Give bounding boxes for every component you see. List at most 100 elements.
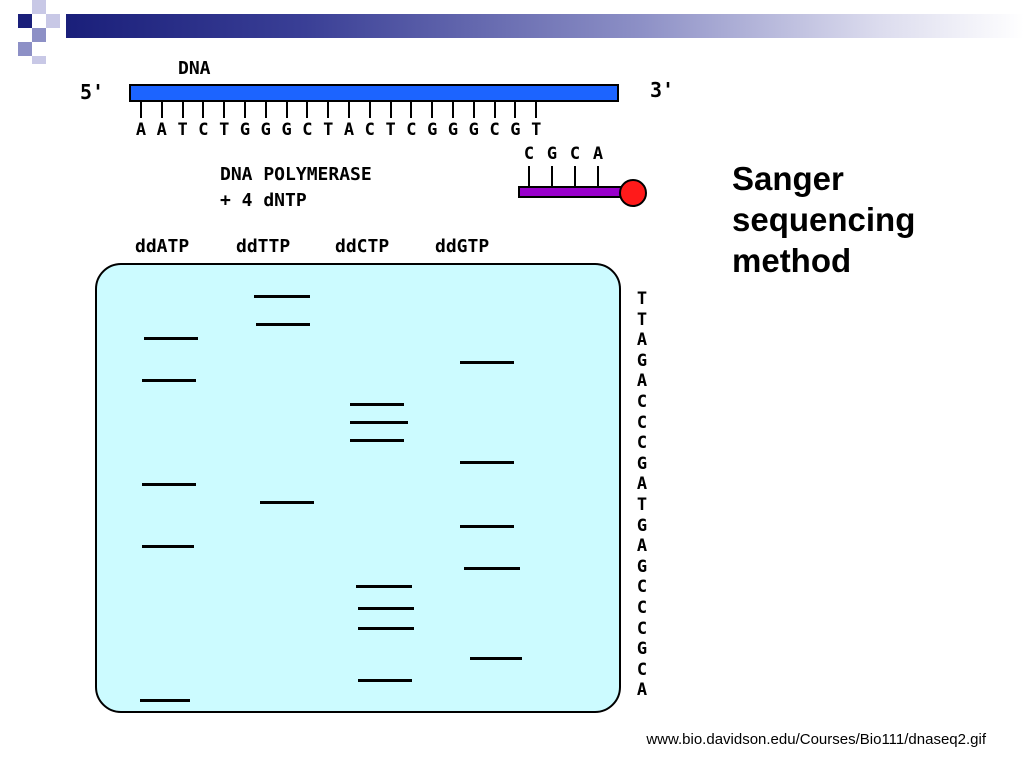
template-base: G	[447, 120, 459, 140]
template-gradient-bar	[66, 14, 1024, 38]
band-ddgtp	[470, 657, 522, 660]
template-base: T	[385, 120, 396, 140]
read-base: G	[636, 639, 648, 660]
template-base: C	[302, 120, 313, 140]
primer-tick	[528, 166, 530, 186]
primer-base: A	[592, 144, 604, 164]
template-tick	[181, 102, 184, 118]
primer-tick	[551, 166, 553, 186]
source-url: www.bio.davidson.edu/Courses/Bio111/dnas…	[646, 731, 986, 748]
primer-tick	[597, 166, 599, 186]
band-ddgtp	[464, 567, 520, 570]
band-ddatp	[144, 337, 198, 340]
template-base: G	[427, 120, 438, 140]
title-line: sequencing	[732, 201, 916, 238]
template-base: C	[406, 120, 417, 140]
template-square-light	[32, 56, 46, 64]
template-tick	[264, 102, 267, 118]
read-base: G	[636, 556, 648, 577]
band-ddctp	[350, 403, 404, 406]
five-prime-label: 5'	[80, 80, 105, 104]
template-square-navy	[18, 14, 32, 28]
band-ddatp	[140, 699, 190, 702]
template-base: G	[468, 120, 479, 140]
read-base: A	[636, 330, 648, 351]
template-tick	[202, 102, 205, 118]
template-square-mid	[32, 28, 46, 42]
read-base: C	[636, 598, 648, 618]
template-base: A	[135, 120, 147, 140]
primer-base: C	[523, 144, 535, 164]
read-base: T	[636, 309, 648, 330]
read-base: C	[636, 659, 648, 680]
template-base: A	[343, 120, 355, 140]
primer-tick	[574, 166, 576, 186]
template-tick	[472, 102, 475, 118]
band-ddttp	[254, 295, 310, 298]
three-prime-label: 3'	[650, 78, 675, 102]
band-ddgtp	[460, 525, 514, 528]
dna-label: DNA	[178, 58, 211, 79]
lane-label-ddatp: ddATP	[135, 236, 190, 257]
template-base: C	[364, 120, 375, 140]
primer-base: C	[569, 144, 581, 164]
template-tick	[223, 102, 226, 118]
template-tick	[368, 102, 371, 118]
template-base: C	[489, 120, 500, 140]
template-base: G	[239, 120, 251, 140]
title-line: Sanger	[732, 160, 844, 197]
band-ddctp	[358, 679, 412, 682]
template-base: G	[260, 120, 271, 140]
read-base: T	[636, 289, 648, 309]
band-ddgtp	[460, 361, 514, 364]
template-tick	[493, 102, 496, 118]
band-ddatp	[142, 379, 196, 382]
band-ddgtp	[460, 461, 514, 464]
read-base: C	[636, 412, 648, 433]
template-tick	[410, 102, 413, 118]
band-ddttp	[256, 323, 310, 326]
template-base: T	[323, 120, 334, 140]
template-tick	[514, 102, 517, 118]
read-base: A	[636, 474, 648, 495]
band-ddctp	[358, 627, 414, 630]
band-ddctp	[356, 585, 412, 588]
lane-label-ddgtp: ddGTP	[435, 236, 490, 257]
read-base: C	[636, 433, 648, 454]
polymerase-label: DNA POLYMERASE	[220, 164, 372, 185]
template-tick	[140, 102, 142, 118]
slide-title: Sanger sequencing method	[732, 158, 992, 281]
template-base: C	[198, 120, 209, 140]
primer-strand	[518, 186, 624, 198]
template-tick	[244, 102, 246, 118]
read-base: A	[636, 536, 648, 557]
template-base: G	[510, 120, 521, 140]
read-base: C	[636, 577, 648, 598]
title-line: method	[732, 242, 852, 279]
read-base: G	[636, 515, 648, 536]
band-ddatp	[142, 545, 194, 548]
dntp-label: + 4 dNTP	[220, 190, 307, 211]
read-base: T	[636, 495, 648, 515]
template-tick	[348, 102, 350, 118]
read-base: C	[636, 392, 648, 412]
dna-template-strand	[129, 84, 619, 102]
read-base: A	[636, 680, 648, 701]
template-tick	[389, 102, 392, 118]
band-ddttp	[260, 501, 314, 504]
read-base: A	[636, 371, 648, 392]
template-tick	[452, 102, 454, 118]
read-base: G	[636, 350, 648, 371]
lane-label-ddttp: ddTTP	[236, 236, 291, 257]
primer-label-dot	[619, 179, 647, 207]
template-tick	[327, 102, 330, 118]
read-base: C	[636, 618, 648, 639]
template-tick	[285, 102, 288, 118]
primer-base: G	[546, 144, 558, 164]
template-square-light	[46, 14, 60, 28]
template-base: A	[156, 120, 167, 140]
band-ddctp	[358, 607, 414, 610]
template-base: G	[281, 120, 292, 140]
template-tick	[431, 102, 434, 118]
template-tick	[306, 102, 309, 118]
